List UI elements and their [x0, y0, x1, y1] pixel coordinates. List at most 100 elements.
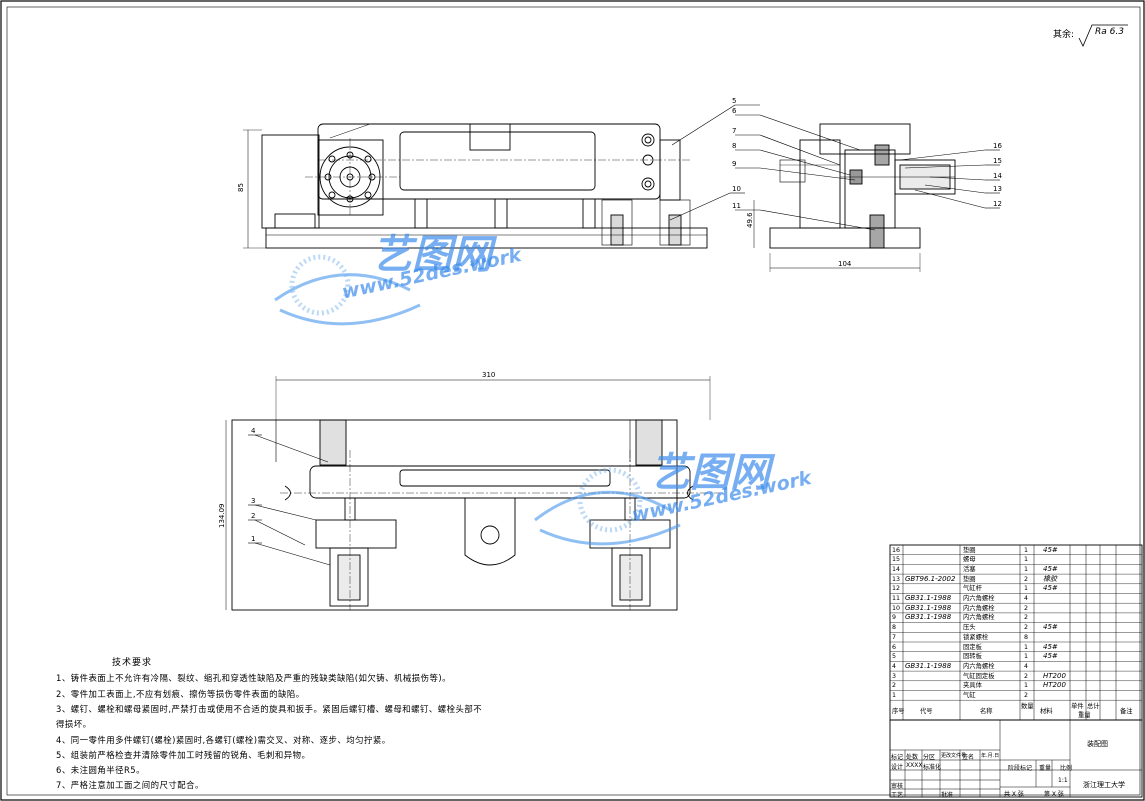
bom-header-no: 序号 — [892, 708, 905, 715]
bom-cell-no: 2 — [892, 682, 897, 690]
drawing-name: 装配图 — [1087, 740, 1108, 748]
bom-cell-qty: 2 — [1024, 575, 1029, 583]
bom-cell-name: 气缸杆 — [963, 585, 982, 593]
bom-header-remark: 备注 — [1120, 708, 1133, 715]
tb-design: 设计 — [891, 764, 904, 771]
bom-cell-mat: 45# — [1043, 652, 1058, 661]
tb-change-doc: 更改文件号 — [941, 753, 967, 759]
bom-header-unit: 单件 — [1071, 703, 1084, 710]
leader-12: 12 — [993, 200, 1002, 208]
note-line: 2、零件加工表面上,不应有划痕、擦伤等损伤零件表面的缺陷。 — [56, 689, 305, 699]
bom-cell-mat: HT200 — [1043, 681, 1066, 690]
tb-zone: 分区 — [923, 754, 936, 761]
bom-header-total: 总计 — [1087, 703, 1100, 710]
bom-cell-qty: 2 — [1024, 624, 1029, 632]
bom-cell-name: 夹具体 — [963, 682, 982, 690]
bom-cell-name: 垫圈 — [963, 546, 976, 554]
bom-header-mat: 材料 — [1040, 708, 1053, 715]
bom-cell-mat: 45# — [1043, 564, 1058, 573]
bom-cell-no: 13 — [892, 575, 901, 583]
title-block-grid — [889, 719, 1143, 798]
leader-9: 9 — [732, 160, 736, 168]
leader-13: 13 — [993, 185, 1002, 193]
bom-cell-qty: 1 — [1024, 643, 1029, 651]
section-view — [225, 376, 720, 611]
tb-sign: 签名 — [962, 754, 975, 761]
tb-count: 处数 — [906, 754, 919, 761]
leader-11: 11 — [732, 202, 741, 210]
bom-cell-qty: 1 — [1024, 565, 1029, 573]
bom-cell-name: 内六角螺栓 — [963, 604, 995, 612]
bom-cell-no: 4 — [892, 662, 897, 670]
leader-3: 3 — [251, 497, 255, 505]
bom-cell-code: GB31.1-1988 — [905, 603, 952, 612]
dim-310: 310 — [482, 371, 495, 379]
bom-cell-no: 8 — [892, 624, 897, 632]
bom-cell-qty: 1 — [1024, 653, 1029, 661]
bom-cell-no: 16 — [892, 546, 901, 554]
school-name: 浙江理工大学 — [1083, 781, 1125, 789]
bom-cell-no: 6 — [892, 643, 897, 651]
scale-label: 比例 — [1060, 765, 1073, 772]
leader-5: 5 — [732, 97, 736, 105]
leader-8: 8 — [732, 142, 736, 150]
leader-16: 16 — [993, 142, 1002, 150]
bom-cell-code: GB31.1-1988 — [905, 613, 952, 622]
bom-cell-no: 5 — [892, 653, 897, 661]
leader-15: 15 — [993, 157, 1002, 165]
note-line: 7、严格注意加工面之间的尺寸配合。 — [56, 780, 204, 790]
bom-cell-mat: 45# — [1043, 642, 1058, 651]
bom-cell-qty: 2 — [1024, 692, 1029, 699]
tb-review: 审核 — [891, 783, 904, 790]
leader-1: 1 — [251, 535, 255, 543]
leader-14: 14 — [993, 172, 1002, 180]
sheets-total: 共 X 张 — [1004, 791, 1024, 798]
leader-2: 2 — [251, 512, 255, 520]
bom-cell-name: 内六角螺栓 — [963, 662, 995, 670]
dim-104: 104 — [838, 260, 852, 268]
leader-7: 7 — [732, 127, 736, 135]
tb-date: 年.月.日 — [981, 753, 1000, 759]
watermark-brand-1: 艺图网 — [372, 232, 492, 278]
note-line: 1、铸件表面上不允许有冷隔、裂纹、缩孔和穿透性缺陷及严重的残缺类缺陷(如欠铸、机… — [56, 673, 451, 683]
bom-cell-name: 压头 — [963, 624, 976, 632]
sheet-no: 第 X 张 — [1044, 791, 1064, 798]
dim-134: 134.09 — [218, 504, 226, 529]
bom-header-qty: 数量 — [1021, 703, 1034, 710]
bom-cell-name: 内六角螺栓 — [963, 595, 995, 602]
bom-cell-mat: 45# — [1043, 623, 1058, 632]
bom-cell-qty: 1 — [1024, 585, 1029, 593]
tb-approve: 批准 — [941, 792, 954, 799]
bom-cell-no: 3 — [892, 672, 897, 680]
bom-cell-qty: 1 — [1024, 682, 1029, 690]
note-line: 得损坏。 — [56, 719, 92, 729]
bom-cell-code: GB31.1-1988 — [905, 594, 952, 602]
bom-cell-qty: 8 — [1024, 633, 1029, 641]
bom-cell-mat: HT200 — [1043, 671, 1066, 680]
bom-cell-no: 15 — [892, 556, 901, 564]
roughness-value: Ra 6.3 — [1095, 27, 1124, 37]
bom-cell-qty: 1 — [1024, 546, 1029, 554]
bom-header-name: 名称 — [980, 708, 993, 715]
bom-cell-name: 气缸固定板 — [963, 672, 995, 680]
leader-6: 6 — [732, 107, 737, 115]
bom-cell-qty: 4 — [1024, 662, 1029, 670]
bom-cell-name: 气缸 — [963, 692, 976, 699]
bom-cell-code: GB31.1-1988 — [905, 661, 952, 670]
bom-cell-qty: 2 — [1024, 672, 1029, 680]
bom-cell-no: 12 — [892, 585, 901, 593]
tb-process: 工艺 — [891, 792, 904, 799]
scale-value: 1:1 — [1058, 777, 1068, 784]
roughness-label: 其余: — [1053, 27, 1074, 40]
notes-title: 技术要求 — [112, 658, 153, 668]
bom-cell-name: 螺母 — [963, 556, 976, 564]
bom-cell-mat: 橡胶 — [1043, 574, 1057, 583]
note-line: 5、组装前严格检查并清除零件加工时残留的锐角、毛刺和异物。 — [56, 750, 311, 760]
watermark-brand-2: 艺图网 — [650, 450, 770, 496]
leader-10: 10 — [732, 185, 741, 193]
bom-cell-no: 9 — [892, 614, 897, 622]
leader-4: 4 — [251, 427, 256, 435]
tb-standard: 标准化 — [923, 764, 942, 771]
bom-cell-name: 固转板 — [963, 653, 982, 661]
